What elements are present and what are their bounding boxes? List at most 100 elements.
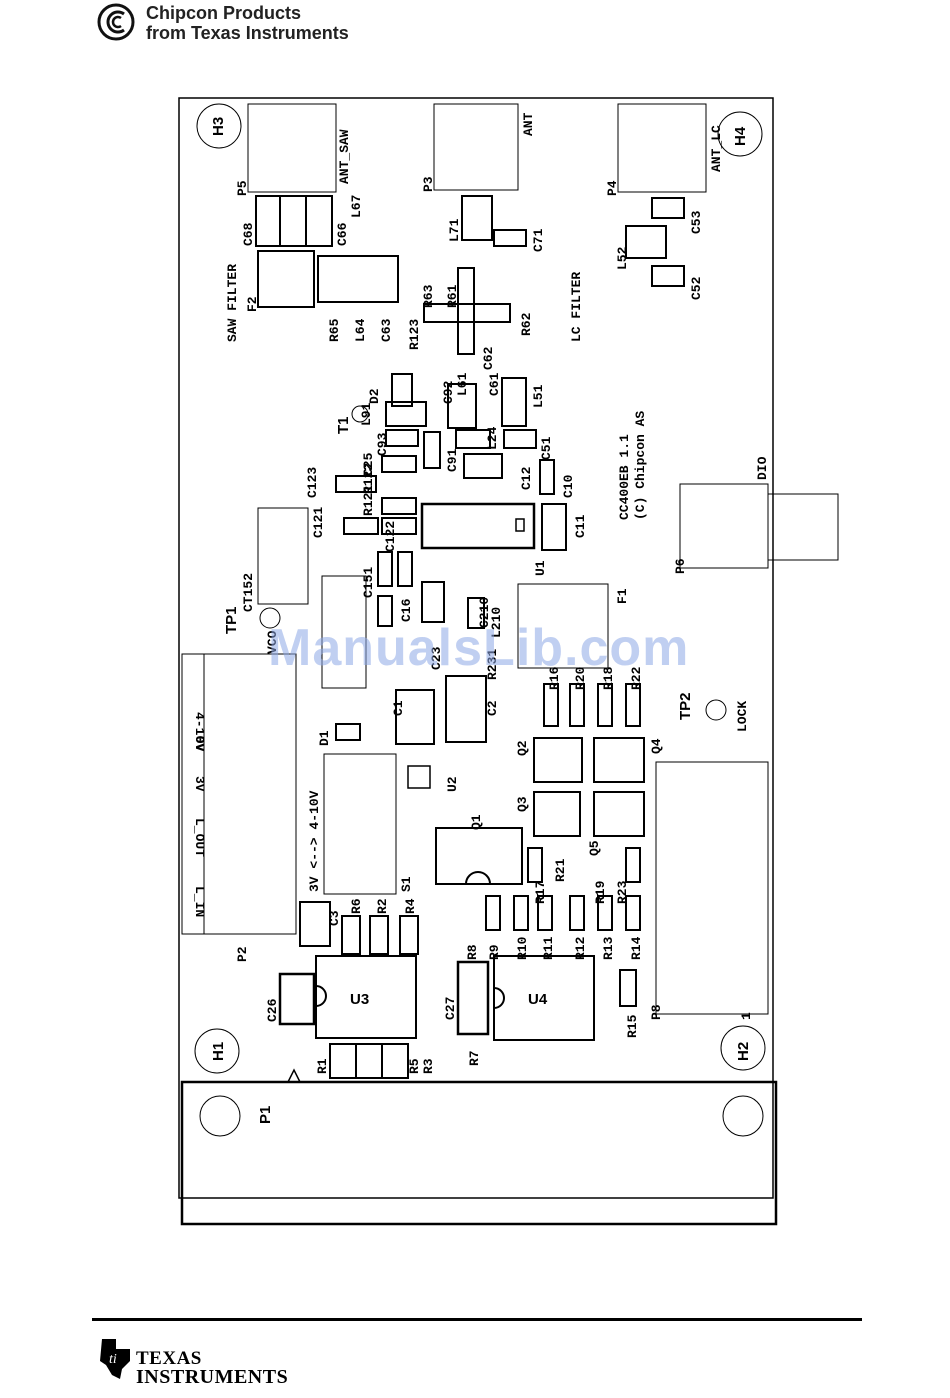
- component-r21: [527, 847, 543, 883]
- label-c122: C122: [383, 521, 398, 552]
- brand-line1: Chipcon Products: [146, 3, 302, 23]
- label-c62: C62: [481, 346, 496, 370]
- label-r11: R11: [541, 936, 556, 960]
- label-r61: R61: [445, 284, 460, 308]
- label-c26: C26: [265, 998, 280, 1022]
- label-c23: C23: [429, 646, 444, 670]
- label-lock: LOCK: [735, 701, 750, 732]
- component-c3: [299, 901, 331, 947]
- label-c27: C27: [443, 997, 458, 1020]
- label-r10: R10: [515, 936, 530, 960]
- label-p3: P3: [421, 176, 436, 192]
- label-l91: L91: [359, 402, 374, 426]
- label-r22: R22: [629, 666, 644, 690]
- label-r6: R6: [349, 898, 364, 914]
- ti-wordmark: TEXAS INSTRUMENTS: [136, 1349, 289, 1388]
- label-l67: L67: [349, 195, 364, 218]
- test-point-tp2: [705, 699, 727, 721]
- component-l52: [625, 225, 667, 259]
- label-lc-filter: LC FILTER: [569, 272, 584, 342]
- component-l61-block: [447, 383, 477, 429]
- label-r18: R18: [601, 666, 616, 690]
- component-ct152: [257, 507, 309, 605]
- label-c11: C11: [573, 514, 588, 538]
- label-l64: L64: [353, 318, 368, 342]
- label-c53: C53: [689, 210, 704, 234]
- mounting-hole-h3: [196, 103, 242, 149]
- component-l24: [455, 429, 491, 449]
- component-u3: [315, 955, 417, 1039]
- component-c16: [377, 595, 393, 627]
- label-h3: H3: [210, 117, 227, 136]
- component-r122: [381, 455, 417, 473]
- label-r5: R5: [407, 1058, 422, 1074]
- component-r10: [513, 895, 529, 931]
- component-c68-c66: [255, 195, 333, 247]
- component-u2: [407, 765, 431, 789]
- label-p1: P1: [257, 1106, 274, 1124]
- label-r122: R122: [361, 463, 376, 494]
- label-q5: Q5: [587, 840, 602, 856]
- label-c151: C151: [361, 567, 376, 598]
- label-c2: C2: [485, 700, 500, 716]
- label-l71: L71: [447, 218, 462, 242]
- label-4-10v: 4-10V: [192, 712, 207, 751]
- label-l-out: L_OUT: [192, 818, 207, 857]
- component-c10: [539, 459, 555, 495]
- component-l71: [461, 195, 493, 241]
- label-c121: C121: [311, 507, 326, 538]
- label-r62: R62: [519, 312, 534, 336]
- label-p8: P8: [649, 1004, 664, 1020]
- connector-p5: [247, 103, 337, 193]
- label-r121: R121: [361, 485, 376, 516]
- label-ant-saw: ANT_SAW: [337, 129, 352, 184]
- component-r15: [619, 969, 637, 1007]
- test-point-t1: [351, 405, 369, 423]
- component-r18: [597, 683, 613, 727]
- label-r63: R63: [421, 284, 436, 308]
- component-c12: [463, 453, 503, 479]
- connector-p3: [433, 103, 519, 191]
- component-u1: [420, 502, 536, 550]
- label-tp2: TP2: [677, 692, 694, 720]
- label-r123: R123: [407, 319, 422, 350]
- connector-p4: [617, 103, 707, 193]
- component-r13: [597, 895, 613, 931]
- label-c25: C25: [361, 452, 376, 476]
- connector-p6-body: [679, 483, 769, 569]
- board-outline: [178, 97, 774, 1199]
- label-u4: U4: [528, 991, 548, 1008]
- label-h1: H1: [210, 1042, 227, 1061]
- component-r14: [625, 895, 641, 931]
- label-c92: C92: [441, 380, 456, 404]
- label-c3: C3: [327, 910, 342, 926]
- component-c53: [651, 197, 685, 219]
- component-d1: [335, 723, 361, 741]
- label-q3: Q3: [515, 796, 530, 812]
- ti-line2: INSTRUMENTS: [136, 1366, 289, 1388]
- texas-instruments-logo: ti TEXAS INSTRUMENTS: [96, 1335, 288, 1390]
- component-c151-b: [397, 551, 413, 587]
- component-r12: [569, 895, 585, 931]
- component-c71: [493, 229, 527, 247]
- component-c26: [278, 972, 316, 1026]
- label-f2: F2: [245, 296, 260, 312]
- component-r4: [399, 915, 419, 955]
- watermark: ManualsLib.com: [268, 619, 690, 677]
- label-switch: 3V <--> 4-10V: [307, 790, 322, 892]
- component-c2: [445, 675, 487, 743]
- label-pin-1: 1: [739, 1012, 754, 1020]
- component-r63: [457, 267, 475, 355]
- mounting-hole-h2: [720, 1025, 766, 1071]
- component-d2: [391, 373, 413, 407]
- component-r65-l64-c63: [317, 255, 399, 303]
- label-r14: R14: [629, 936, 644, 960]
- label-c71: C71: [531, 228, 546, 252]
- p1-hole-right: [722, 1095, 764, 1137]
- label-c68: C68: [241, 222, 256, 246]
- component-r19: [625, 847, 641, 883]
- label-r23: R23: [615, 880, 630, 904]
- label-ant: ANT: [521, 112, 536, 136]
- component-q2: [533, 737, 583, 783]
- label-3v: 3V: [192, 776, 207, 792]
